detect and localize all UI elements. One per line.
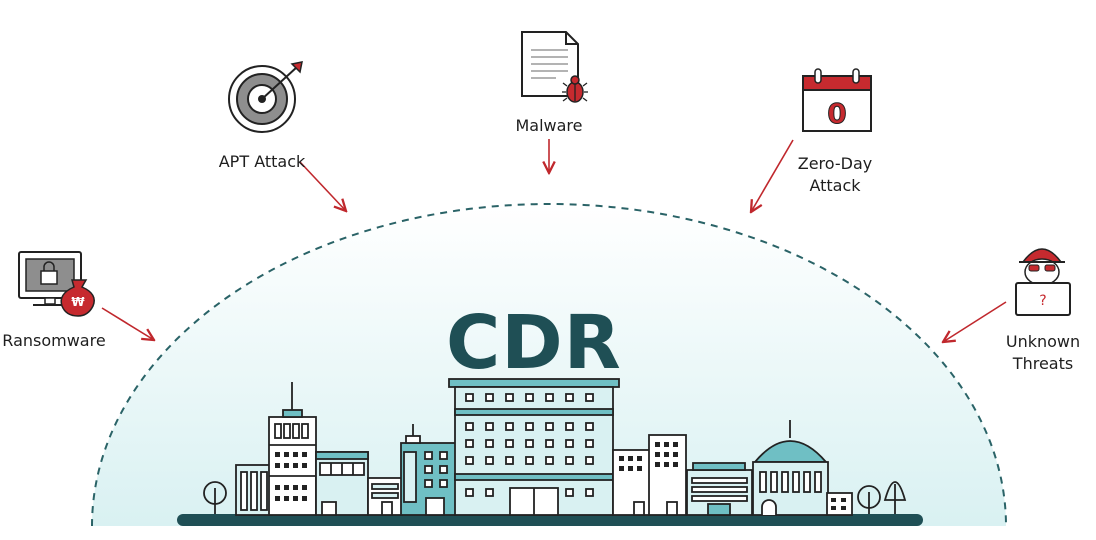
unknown-threats-arrow xyxy=(943,301,1007,342)
unknown-threats-label: Unknown Threats xyxy=(992,331,1094,375)
unknown-line1: Unknown xyxy=(1005,332,1081,351)
locked-monitor-icon: ₩ xyxy=(18,251,95,317)
ransom-currency-symbol: ₩ xyxy=(71,295,85,309)
malware-text: Malware xyxy=(515,116,583,135)
target-icon xyxy=(228,61,303,133)
ransomware-text: Ransomware xyxy=(2,331,106,350)
zero-day-line1: Zero-Day xyxy=(797,154,873,173)
ground-line xyxy=(177,514,923,526)
threat-arrows xyxy=(101,139,1007,342)
infected-document-icon xyxy=(521,31,588,103)
ransomware-label: Ransomware xyxy=(0,330,108,352)
apt-attack-label: APT Attack xyxy=(206,151,318,173)
city-buildings xyxy=(203,378,907,516)
tree xyxy=(857,481,907,514)
protection-dome-outline xyxy=(91,203,1007,527)
unknown-line2: Threats xyxy=(1012,354,1074,373)
zero-day-attack-label: Zero-Day Attack xyxy=(780,153,890,197)
malware-label: Malware xyxy=(498,115,600,137)
apt-arrow xyxy=(299,161,346,211)
calendar-icon: 0 xyxy=(802,68,872,132)
calendar-digit: 0 xyxy=(827,97,846,130)
apt-attack-text: APT Attack xyxy=(218,152,306,171)
masked-hacker-icon: ? xyxy=(1015,248,1071,316)
unknown-question-mark: ? xyxy=(1039,293,1046,309)
zero-day-line2: Attack xyxy=(809,176,861,195)
zero-day-arrow xyxy=(751,139,794,212)
ransomware-arrow xyxy=(101,307,154,340)
cdr-title: CDR xyxy=(446,300,622,386)
tree xyxy=(203,481,227,514)
